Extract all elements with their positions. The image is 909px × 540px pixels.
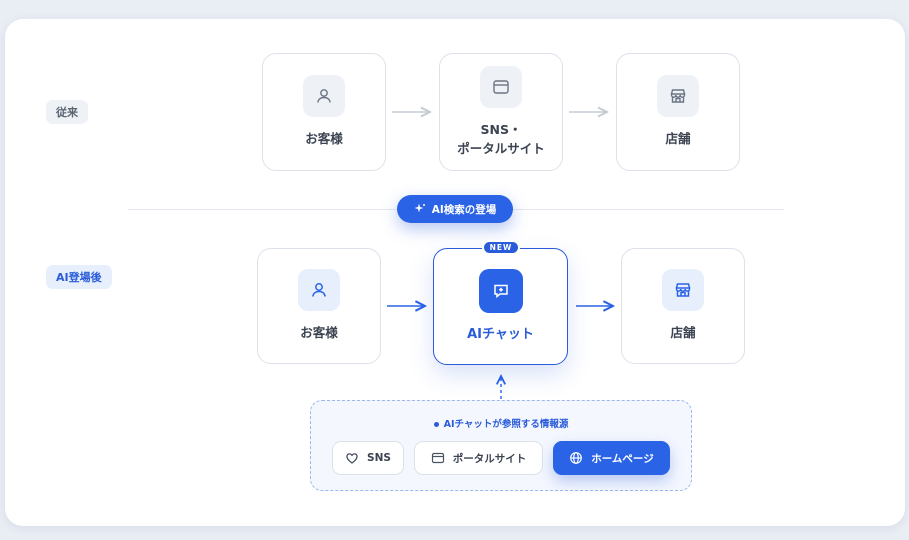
chip-portal[interactable]: ポータルサイト [414,441,543,475]
label-after-ai: AI登場後 [46,265,112,289]
card-store-traditional: 店舗 [616,53,740,171]
ai-search-pill: AI検索の登場 [397,195,513,223]
card-label: AIチャット [467,326,534,342]
card-label: 店舗 [670,325,696,341]
sources-title-text: AIチャットが参照する情報源 [443,419,569,430]
card-sns-portal: SNS・ ポータルサイト [439,53,563,171]
card-label: 店舗 [665,131,691,147]
chip-homepage[interactable]: ホームページ [553,441,670,475]
card-ai-chat: AIチャット [433,248,568,365]
chip-sns[interactable]: SNS [332,441,404,475]
sources-title: AIチャットが参照する情報源 [311,416,691,430]
user-icon [303,75,345,118]
card-label: お客様 [300,325,338,341]
sparkle-icon [414,203,425,213]
sources-box: AIチャットが参照する情報源 SNS ポータルサイト ホームページ [310,400,692,491]
card-label-line2: ポータルサイト [457,140,545,156]
heart-icon [346,453,358,464]
card-store-new: 店舗 [621,248,745,364]
bullet-dot [433,422,439,427]
chip-label: SNS [367,452,391,464]
label-traditional: 従来 [46,100,88,124]
chat-bubble-icon [478,268,523,313]
card-label: SNS・ ポータルサイト [457,121,545,157]
globe-icon [570,452,583,464]
card-customer-traditional: お客様 [262,53,386,171]
card-label: お客様 [305,131,343,147]
ai-search-pill-label: AI検索の登場 [431,203,497,216]
card-label-line1: SNS・ [480,122,522,138]
card-customer-new: お客様 [257,248,381,364]
new-badge: NEW [482,240,520,255]
browser-window-icon [431,452,444,464]
store-icon [657,75,699,118]
chip-label: ホームページ [591,452,654,465]
browser-window-icon [480,66,522,109]
user-icon [298,269,340,312]
chip-label: ポータルサイト [452,452,527,465]
store-icon [662,269,704,312]
